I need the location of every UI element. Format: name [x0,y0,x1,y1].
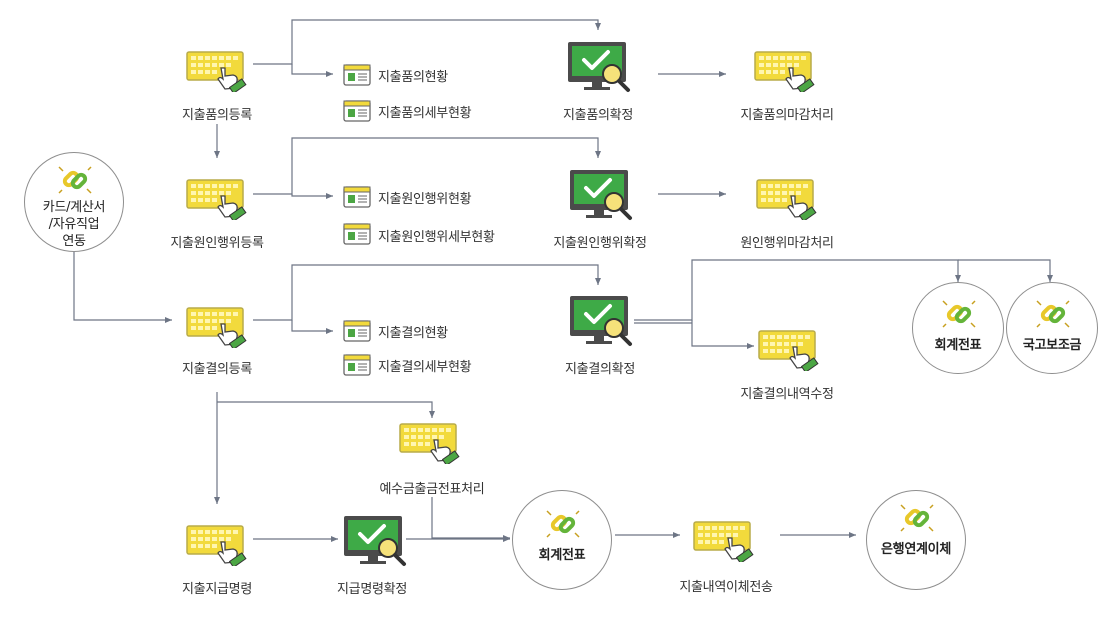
keyboard-node-withholding[interactable] [398,420,462,466]
label-cause-close: 원인행위마감처리 [740,236,834,251]
document-icon [343,223,371,249]
keyboard-node-resolution-edit[interactable] [757,327,821,373]
monitor-check-icon [570,296,632,346]
keyboard-hand-icon [186,179,247,222]
label-register: 지출품의등록 [182,108,252,123]
wire [291,193,333,199]
wire [73,251,172,323]
wire [217,401,435,418]
wire [291,64,333,77]
monitor-check-icon [568,42,630,92]
voucher-node-2[interactable]: 회계전표 [512,490,612,590]
label-cause-register: 지출원인행위등록 [170,236,264,251]
monitor-node-resolution-confirm[interactable] [568,294,638,348]
card-link-line-3: 연동 [62,234,86,249]
keyboard-hand-icon [756,179,817,222]
wire [253,137,601,195]
keyboard-hand-icon [186,51,247,94]
chain-link-icon [942,300,976,328]
monitor-check-icon [570,170,632,220]
keyboard-hand-icon [186,307,247,350]
monitor-node-payment-confirm[interactable] [342,514,412,568]
label-transfer-send: 지출내역이체전송 [679,580,773,595]
subsidy-node[interactable]: 국고보조금 [1006,282,1098,374]
voucher-2-label: 회계전표 [538,548,586,563]
doc-resolution-status[interactable]: 지출결의현황 [378,326,448,341]
monitor-node-confirm[interactable] [566,40,636,94]
wire [253,19,601,65]
keyboard-node-close[interactable] [753,48,817,94]
wire [634,259,961,321]
label-resolution-confirm: 지출결의확정 [565,362,635,377]
voucher-1-label: 회계전표 [934,338,982,353]
keyboard-hand-icon [754,51,815,94]
document-icon [343,320,371,346]
label-withholding: 예수금출금전표처리 [379,482,485,497]
voucher-node-1[interactable]: 회계전표 [912,282,1004,374]
label-close: 지출품의마감처리 [740,108,834,123]
keyboard-hand-icon [399,423,460,466]
wire [958,259,1053,282]
monitor-node-cause-confirm[interactable] [568,168,638,222]
wire [291,320,333,334]
chain-link-icon [900,504,934,532]
doc-detail-status[interactable]: 지출품의세부현황 [378,106,472,121]
keyboard-node-cause-close[interactable] [755,176,819,222]
wire [431,497,510,541]
keyboard-node-cause-register[interactable] [185,176,249,222]
doc-cause-detail-status[interactable]: 지출원인행위세부현황 [378,230,495,245]
label-resolution-edit: 지출결의내역수정 [740,387,834,402]
subsidy-label: 국고보조금 [1022,338,1082,353]
document-icon [343,186,371,212]
wire [253,264,601,321]
doc-cause-status[interactable]: 지출원인행위현황 [378,192,472,207]
wire [691,320,754,349]
label-resolution-register: 지출결의등록 [182,362,252,377]
bank-transfer-label: 은행연계이체 [881,542,951,557]
monitor-check-icon [344,516,406,566]
keyboard-node-resolution-register[interactable] [185,304,249,350]
card-link-line-1: 카드/계산서 [42,200,106,215]
label-cause-confirm: 지출원인행위확정 [553,236,647,251]
chain-link-icon [546,510,580,538]
chain-link-icon [1036,300,1070,328]
keyboard-node-register[interactable] [185,48,249,94]
keyboard-hand-icon [186,525,247,568]
keyboard-node-payment-order[interactable] [185,522,249,568]
chain-link-icon [58,166,92,194]
card-link-node[interactable]: 카드/계산서 /자유직업 연동 [24,152,124,252]
label-payment-confirm: 지급명령확정 [337,582,407,597]
document-icon [343,100,371,126]
doc-status[interactable]: 지출품의현황 [378,70,448,85]
document-icon [343,64,371,90]
doc-resolution-detail-status[interactable]: 지출결의세부현황 [378,360,472,375]
keyboard-hand-icon [758,330,819,373]
label-payment-order: 지출지급명령 [182,582,252,597]
keyboard-node-transfer-send[interactable] [692,518,756,564]
label-confirm: 지출품의확정 [563,108,633,123]
keyboard-hand-icon [693,521,754,564]
bank-transfer-node[interactable]: 은행연계이체 [866,490,966,590]
card-link-line-2: /자유직업 [48,217,100,232]
document-icon [343,354,371,380]
